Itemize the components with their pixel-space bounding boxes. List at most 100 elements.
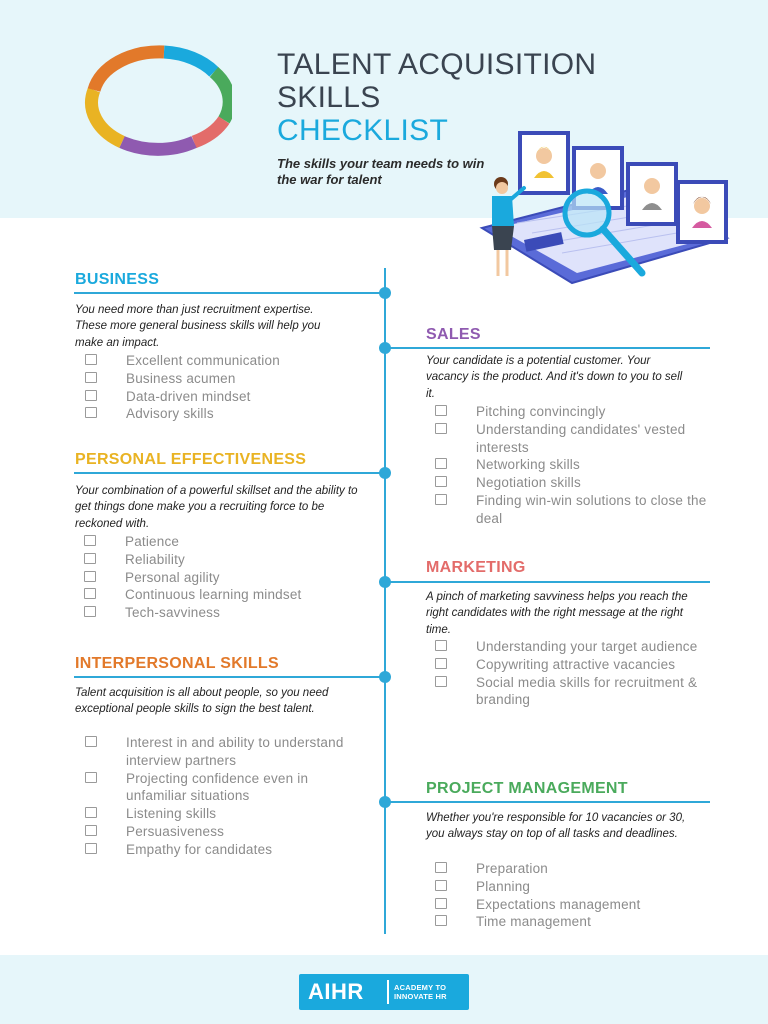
checkbox[interactable] (435, 879, 447, 891)
title-line-1: TALENT ACQUISITION (277, 48, 597, 81)
checkbox[interactable] (84, 570, 96, 582)
item-label: Projecting confidence even in unfamiliar… (126, 770, 309, 804)
checkbox[interactable] (85, 354, 97, 365)
checkbox[interactable] (435, 476, 447, 488)
business-checklist: Excellent communication Business acumen … (74, 352, 374, 423)
timeline-dot (379, 467, 391, 479)
checklist-item[interactable]: Personal agility (73, 569, 373, 587)
personal-underline (74, 472, 385, 474)
checklist-item[interactable]: Interest in and ability to understand in… (74, 734, 354, 770)
checklist-item[interactable]: Understanding your target audience (424, 638, 704, 656)
item-label: Persuasiveness (126, 823, 225, 839)
timeline-dot (379, 287, 391, 299)
checklist-item[interactable]: Excellent communication (74, 352, 374, 370)
subtitle: The skills your team needs to win the wa… (277, 156, 485, 187)
timeline-dot (379, 671, 391, 683)
checkbox[interactable] (84, 606, 96, 618)
checkbox[interactable] (84, 588, 96, 600)
checklist-item[interactable]: Negotiation skills (424, 474, 714, 492)
item-label: Finding win-win solutions to close the d… (476, 492, 707, 526)
checklist-item[interactable]: Expectations management (424, 896, 714, 914)
recruiter-illustration (479, 131, 730, 285)
checklist-item[interactable]: Reliability (73, 551, 373, 569)
checklist-item[interactable]: Social media skills for recruitment & br… (424, 674, 704, 710)
color-ring-graphic (85, 45, 232, 156)
personal-effectiveness-checklist: Patience Reliability Personal agility Co… (73, 533, 373, 622)
item-label: Negotiation skills (476, 475, 581, 491)
item-label: Interest in and ability to understand in… (126, 735, 344, 768)
item-label: Understanding your target audience (476, 639, 698, 654)
checklist-item[interactable]: Planning (424, 878, 714, 896)
checkbox[interactable] (85, 842, 97, 854)
item-label: Excellent communication (126, 353, 280, 368)
checklist-item[interactable]: Data-driven mindset (74, 388, 374, 406)
checklist-item[interactable]: Patience (73, 533, 373, 551)
item-label: Time management (476, 914, 592, 930)
checkbox[interactable] (84, 552, 96, 564)
checkbox[interactable] (85, 824, 97, 836)
marketing-underline (385, 581, 710, 583)
checkbox[interactable] (435, 493, 447, 505)
checkbox[interactable] (435, 675, 447, 687)
logo-divider (387, 980, 389, 1004)
project-management-checklist: Preparation Planning Expectations manage… (424, 860, 714, 931)
item-label: Preparation (476, 861, 548, 876)
checklist-item[interactable]: Listening skills (74, 805, 354, 823)
checkbox[interactable] (435, 640, 447, 651)
checklist-item[interactable]: Persuasiveness (74, 823, 354, 841)
timeline-dot (379, 342, 391, 354)
sales-underline (385, 347, 710, 349)
checklist-item[interactable]: Advisory skills (74, 405, 374, 423)
checkbox[interactable] (84, 535, 96, 546)
interpersonal-description: Talent acquisition is all about people, … (75, 687, 329, 716)
interpersonal-checklist: Interest in and ability to understand in… (74, 734, 354, 859)
checkbox[interactable] (85, 371, 97, 383)
marketing-checklist: Understanding your target audience Copyw… (424, 638, 704, 709)
checklist-item[interactable]: Continuous learning mindset (73, 586, 373, 604)
checkbox[interactable] (435, 862, 447, 873)
sales-heading: SALES (426, 326, 481, 343)
logo-tagline: ACADEMY TO INNOVATE HR (394, 983, 447, 1001)
item-label: Listening skills (126, 806, 217, 822)
checklist-item[interactable]: Networking skills (424, 456, 714, 474)
checklist-item[interactable]: Pitching convincingly (424, 403, 714, 421)
checkbox[interactable] (85, 771, 97, 783)
timeline-dot (379, 796, 391, 808)
timeline-dot (379, 576, 391, 588)
checklist-item[interactable]: Preparation (424, 860, 714, 878)
checkbox[interactable] (435, 422, 447, 434)
checklist-item[interactable]: Understanding candidates' vested interes… (424, 421, 714, 457)
checkbox[interactable] (435, 915, 447, 927)
checkbox[interactable] (435, 897, 447, 909)
project-management-description: Whether you're responsible for 10 vacanc… (426, 812, 686, 841)
checkbox[interactable] (85, 389, 97, 401)
checklist-item[interactable]: Projecting confidence even in unfamiliar… (74, 770, 354, 806)
business-underline (74, 292, 385, 294)
checkbox[interactable] (435, 405, 447, 416)
checklist-item[interactable]: Finding win-win solutions to close the d… (424, 492, 714, 528)
logo-wordmark: AIHR (308, 979, 364, 1004)
interpersonal-underline (74, 676, 385, 678)
marketing-description: A pinch of marketing savviness helps you… (426, 591, 688, 636)
checklist-item[interactable]: Copywriting attractive vacancies (424, 656, 704, 674)
business-heading: BUSINESS (75, 271, 160, 288)
checklist-item[interactable]: Tech-savviness (73, 604, 373, 622)
item-label: Copywriting attractive vacancies (476, 656, 676, 672)
checkbox[interactable] (435, 458, 447, 470)
aihr-logo[interactable]: AIHR ACADEMY TO INNOVATE HR (299, 974, 469, 1010)
checkbox[interactable] (435, 657, 447, 669)
item-label: Continuous learning mindset (125, 587, 302, 603)
personal-effectiveness-heading: PERSONAL EFFECTIVENESS (75, 451, 307, 468)
checklist-item[interactable]: Business acumen (74, 370, 374, 388)
item-label: Understanding candidates' vested interes… (476, 421, 686, 455)
checkbox[interactable] (85, 807, 97, 819)
item-label: Reliability (125, 551, 185, 567)
checklist-item[interactable]: Empathy for candidates (74, 841, 354, 859)
page-title: TALENT ACQUISITION SKILLS CHECKLIST (277, 48, 596, 147)
checklist-item[interactable]: Time management (424, 913, 714, 931)
checkbox[interactable] (85, 407, 97, 419)
item-label: Pitching convincingly (476, 404, 606, 419)
item-label: Personal agility (125, 569, 220, 585)
checkbox[interactable] (85, 736, 97, 747)
timeline-line (384, 268, 386, 934)
